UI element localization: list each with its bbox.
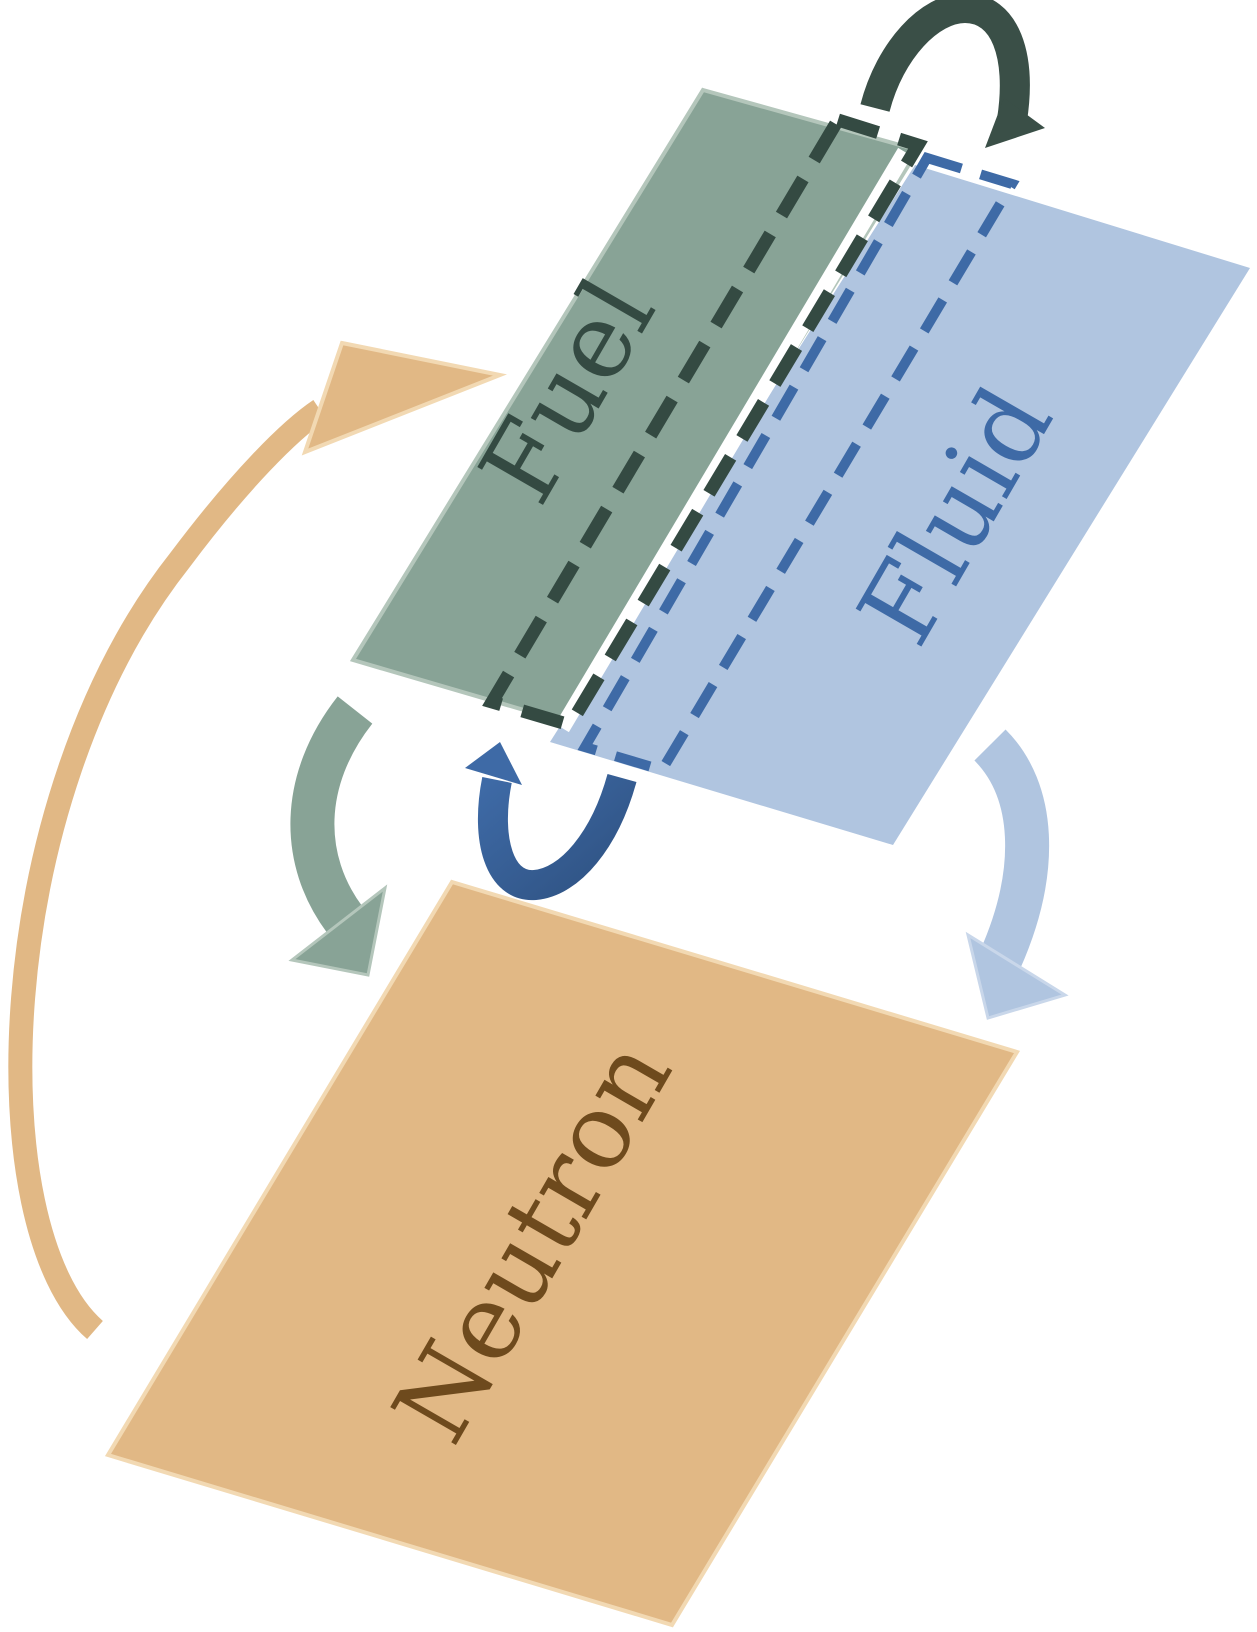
fluid-fuel-exchange-arrow xyxy=(465,742,637,901)
neutron-to-fuel-arrow xyxy=(8,340,508,1340)
fluid-to-neutron-arrow xyxy=(965,729,1069,1020)
fuel-fluid-exchange-arrow xyxy=(860,0,1045,148)
fuel-to-neutron-arrow xyxy=(288,696,388,977)
fluid-panel xyxy=(550,165,1250,845)
neutron-panel xyxy=(104,879,1021,1628)
fluid-interface-dashed-box xyxy=(577,152,1020,776)
